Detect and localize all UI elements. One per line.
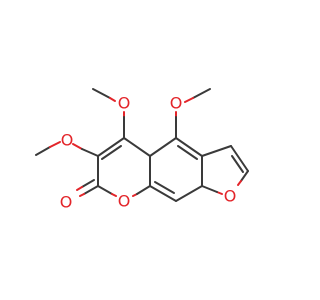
atom-label-oxygen: O xyxy=(224,187,237,206)
atom-label-oxygen: O xyxy=(118,192,131,211)
atom-label-oxygen: O xyxy=(118,94,131,113)
bond xyxy=(175,137,203,157)
bond xyxy=(111,193,117,197)
chemical-structure-diagram: O O O O O O xyxy=(35,88,249,212)
bond xyxy=(136,185,151,195)
bond xyxy=(149,185,177,202)
bond xyxy=(81,179,95,188)
bond xyxy=(76,186,83,191)
bond-lines xyxy=(35,88,249,202)
bond xyxy=(240,170,249,182)
bond xyxy=(72,143,83,150)
bond xyxy=(97,185,113,195)
bond xyxy=(81,148,99,157)
bond xyxy=(83,185,99,195)
bond xyxy=(231,155,244,173)
bond xyxy=(97,137,125,157)
bond xyxy=(201,145,232,157)
bond xyxy=(154,181,175,194)
atom-label-oxygen: O xyxy=(170,94,183,113)
bond xyxy=(123,137,151,157)
bond xyxy=(201,185,218,193)
bond xyxy=(177,145,198,160)
bond xyxy=(35,146,51,156)
bond xyxy=(192,88,211,99)
bond xyxy=(237,180,242,186)
bond xyxy=(175,185,203,202)
bond xyxy=(79,193,85,197)
bond xyxy=(101,145,122,160)
bond xyxy=(92,88,111,99)
bond xyxy=(230,145,249,172)
bond xyxy=(184,97,194,103)
bond xyxy=(109,97,116,102)
atom-label-oxygen: O xyxy=(60,193,73,212)
bond xyxy=(49,141,61,148)
atom-labels: O O O O O O xyxy=(60,94,237,212)
bond xyxy=(149,137,177,157)
atom-label-oxygen: O xyxy=(61,131,74,150)
